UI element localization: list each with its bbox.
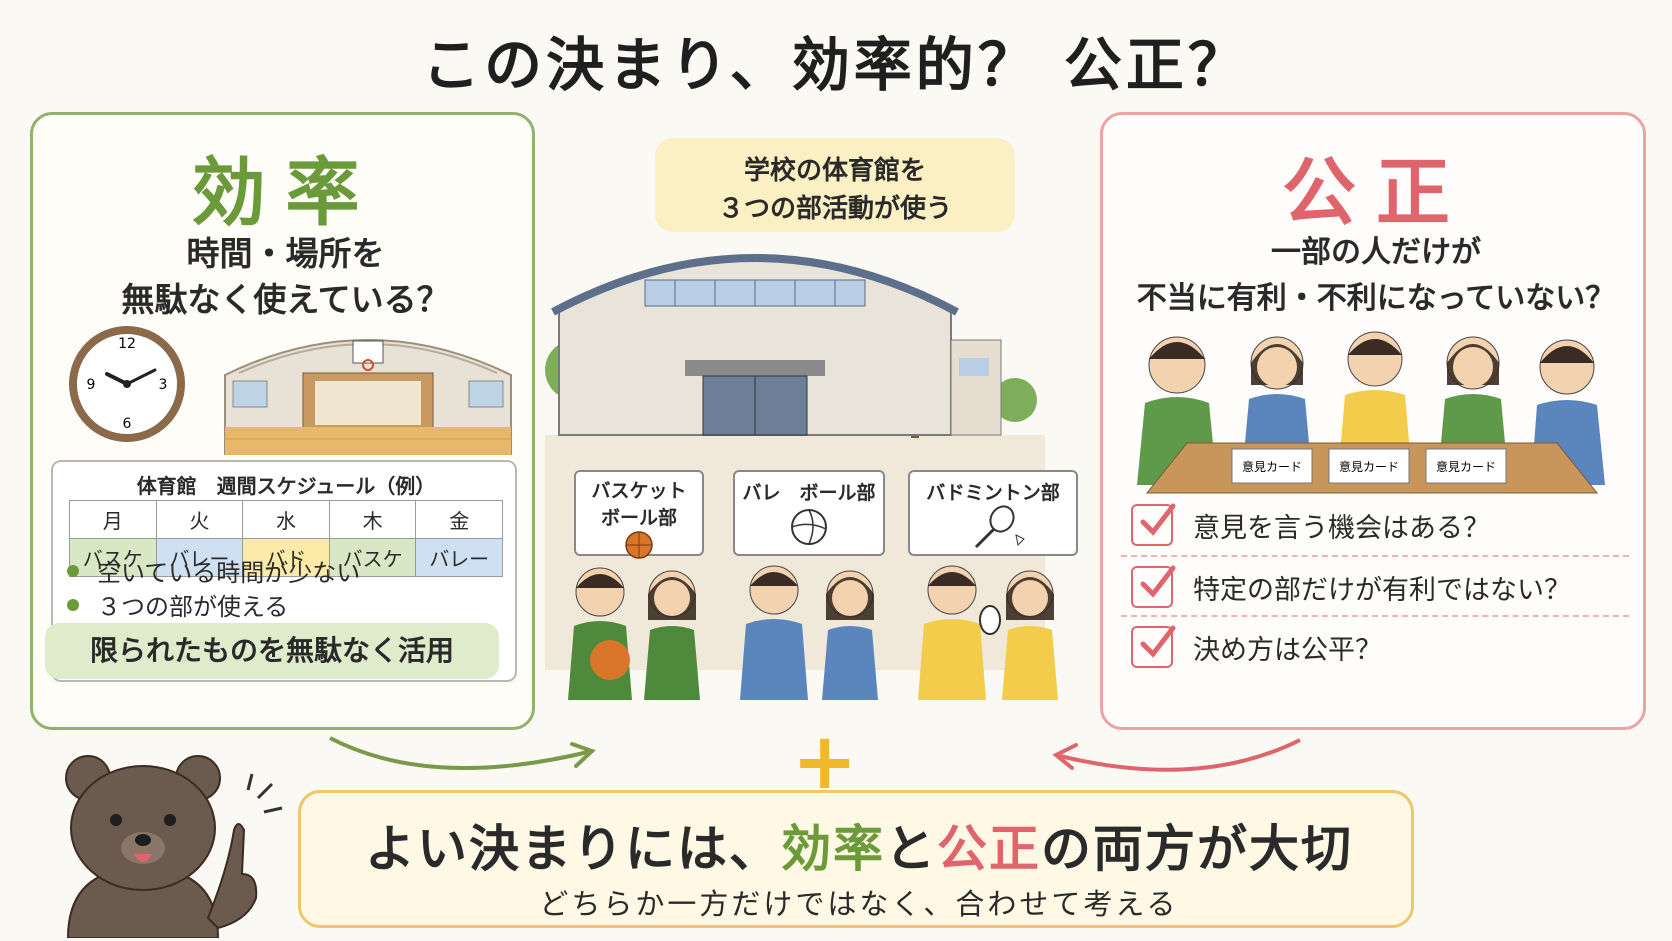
student-volleyball-boy xyxy=(740,565,808,700)
plus-icon: + xyxy=(792,717,858,807)
schedule-cell: バレー xyxy=(155,538,244,577)
efficiency-summary: 限られたものを無駄なく活用 xyxy=(45,623,499,679)
arrow-right-icon xyxy=(1059,738,1301,772)
bullet-dot-icon xyxy=(67,564,79,577)
student-badminton-boy xyxy=(918,565,1001,700)
schedule-day: 木 xyxy=(328,500,417,539)
student-badminton-girl xyxy=(1002,570,1058,700)
dashed-divider xyxy=(1121,555,1629,557)
clock-number-12: 12 xyxy=(118,336,136,352)
center-caption: 学校の体育館を ３つの部活動が使う xyxy=(655,138,1015,232)
check-item: 意見を言う機会はある？ xyxy=(1131,493,1621,557)
volleyball-icon xyxy=(791,509,827,545)
fairness-heading: 公正 xyxy=(1282,150,1470,236)
check-item: 決め方は公平？ xyxy=(1131,615,1621,679)
club-sign-volleyball: バレ ボール部 xyxy=(733,470,885,556)
bear-mascot-illustration xyxy=(65,755,283,938)
opinion-card-label: 意見カード xyxy=(1339,459,1399,474)
check-item: 特定の部だけが有利ではない？ xyxy=(1131,555,1621,619)
club-sign-badminton: バドミントン部 xyxy=(908,470,1078,556)
dashed-divider xyxy=(1121,615,1629,617)
checkbox-checked-icon xyxy=(1131,565,1176,608)
opinion-card-label: 意見カード xyxy=(1436,459,1496,474)
schedule-cell: バスケ xyxy=(328,538,417,577)
students-group-illustration xyxy=(568,565,1058,700)
schedule-day: 火 xyxy=(155,500,244,539)
student-basketball-girl xyxy=(644,570,700,700)
club-sign-basketball: バスケット ボール部 xyxy=(574,470,704,559)
clock-number-9: 9 xyxy=(87,377,96,393)
basketball-icon xyxy=(625,531,653,559)
student-basketball-boy xyxy=(568,567,632,700)
fairness-panel: 公正 一部の人だけが 不当に有利・不利になっていない？ 意見カード 意見カード … xyxy=(1100,112,1646,730)
schedule-cell: バスケ xyxy=(69,538,157,577)
efficiency-question-line1: 時間・場所を xyxy=(186,234,385,273)
badminton-racket-icon xyxy=(974,505,1025,549)
efficiency-heading: 効率 xyxy=(191,150,380,236)
clock-number-3: 3 xyxy=(159,377,168,393)
efficiency-question-line2: 無駄なく使えている？ xyxy=(121,280,450,319)
efficiency-panel: 効率 時間・場所を 無駄なく使えている？ 12 3 6 9 体育館 週間スケジュ… xyxy=(30,112,535,730)
clock-icon: 12 3 6 9 xyxy=(69,326,185,442)
schedule-cell: バド xyxy=(242,538,330,577)
fairness-question-line1: 一部の人だけが xyxy=(1271,235,1481,270)
discussion-meeting-illustration: 意見カード 意見カード 意見カード xyxy=(1137,331,1605,494)
schedule-table: 月 火 水 木 金 バスケ バレー バド バスケ バレー xyxy=(69,500,503,577)
bullet-item: ３つの部が使える xyxy=(67,587,288,622)
checkbox-checked-icon xyxy=(1131,503,1176,546)
conclusion-box: よい決まりには、効率と公正の両方が大切 どちらか一方だけではなく、合わせて考える xyxy=(298,790,1414,928)
conclusion-main: よい決まりには、効率と公正の両方が大切 xyxy=(365,820,1353,878)
conclusion-sub: どちらか一方だけではなく、合わせて考える xyxy=(539,887,1179,921)
schedule-day: 水 xyxy=(242,500,330,539)
opinion-card-label: 意見カード xyxy=(1242,459,1302,474)
bullet-item: 空いている時間が少ない xyxy=(67,553,360,588)
checkbox-checked-icon xyxy=(1131,625,1176,668)
schedule-day: 金 xyxy=(415,500,503,539)
fairness-question-line2: 不当に有利・不利になっていない？ xyxy=(1136,281,1616,316)
clock-number-6: 6 xyxy=(123,416,132,432)
page-title: この決まり、効率的？ 公正？ xyxy=(422,31,1250,99)
arrow-left-icon xyxy=(329,736,589,771)
schedule-day: 月 xyxy=(69,500,157,539)
schedule-cell: バレー xyxy=(415,538,503,577)
gym-interior-illustration xyxy=(224,339,512,455)
student-volleyball-girl xyxy=(822,570,878,700)
schedule-title: 体育館 週間スケジュール（例） xyxy=(136,474,436,498)
bullet-dot-icon xyxy=(67,598,79,611)
